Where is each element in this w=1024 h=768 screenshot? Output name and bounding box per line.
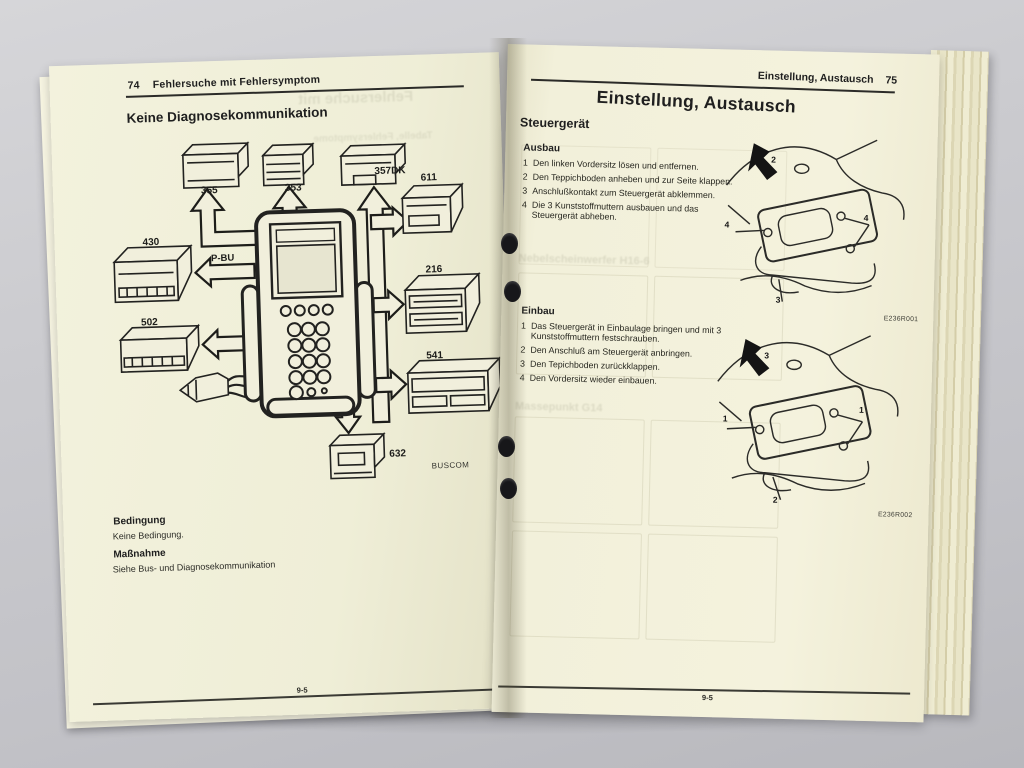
step-text: Den Teppichboden anheben und zur Seite k…	[532, 171, 733, 187]
module-label-430: 430	[142, 237, 159, 249]
left-page: Fehlersuche mit Tabelle, Fehlersymptome …	[48, 52, 520, 722]
figure-ausbau: 2 4 4 3 E236R001	[719, 123, 926, 326]
module-label-216: 216	[425, 264, 442, 276]
direction-arrow	[739, 338, 770, 377]
binder-hole	[500, 478, 517, 499]
figure-callout: 1	[722, 413, 728, 424]
module-label-632: 632	[389, 448, 406, 460]
module-icon-611	[400, 182, 464, 235]
scan-tool-icon	[240, 208, 377, 419]
figure-callout: 3	[775, 294, 781, 305]
ausbau-step-3: 3 Anschlußkontakt zum Steuergerät abklemm…	[522, 185, 740, 201]
figure-callout: 2	[772, 494, 778, 505]
diagnosis-diagram: 355 353 357DK 611 430 502 216 541 632 P-…	[87, 128, 510, 503]
ausbau-heading: Ausbau	[523, 142, 561, 155]
left-header-title: Fehlersuche mit Fehlersymptom	[152, 73, 321, 92]
arrow-to-355	[189, 187, 260, 248]
figure-callout: 4	[724, 219, 730, 230]
einbau-heading: Einbau	[521, 305, 555, 318]
step-text: Den Vordersitz wieder einbauen.	[529, 372, 657, 386]
left-footer-number: 9-5	[296, 685, 308, 695]
module-icons	[112, 141, 502, 480]
module-icon-430	[112, 243, 193, 304]
showthrough-box	[512, 416, 645, 526]
right-footer-number: 9-5	[701, 692, 713, 703]
step-number: 1	[520, 320, 527, 331]
condition-heading: Bedingung	[113, 514, 166, 528]
module-label-502: 502	[141, 317, 158, 329]
binder-hole	[498, 436, 515, 457]
diagram-art: 355 353 357DK 611 430 502 216 541 632 P-…	[112, 141, 502, 480]
module-label-541: 541	[426, 350, 443, 362]
module-icon-541	[405, 356, 502, 414]
section-title: Steuergerät	[519, 115, 590, 132]
right-page: Nebelscheinwerfer H16-6 Massepunkt G14 E…	[491, 44, 940, 723]
figure-callout: 1	[858, 404, 864, 415]
step-number: 2	[520, 344, 526, 355]
condition-text: Keine Bedingung.	[112, 529, 184, 542]
einbau-step-4: 4 Den Vordersitz wieder einbauen.	[520, 372, 738, 388]
showthrough-heading-2: Massepunkt G14	[514, 400, 603, 415]
step-text: Das Steuergerät in Einbaulage bringen un…	[530, 320, 722, 345]
step-number: 3	[522, 185, 528, 196]
diagram-caption: BUSCOM	[432, 460, 470, 470]
step-number: 3	[519, 358, 526, 369]
step-text: Die 3 Kunststoffmuttern ausbauen und das…	[531, 199, 699, 222]
figure-label: E236R001	[883, 315, 919, 324]
left-page-number: 74	[127, 79, 140, 92]
figure-label: E236R002	[877, 511, 913, 520]
right-header-title: Einstellung, Austausch	[757, 69, 874, 86]
figure-callout: 4	[863, 212, 869, 223]
left-section-title: Keine Diagnosekommunikation	[126, 104, 328, 126]
binder-hole	[501, 233, 518, 254]
figure-art	[717, 335, 899, 501]
left-running-header: 74 Fehlersuche mit Fehlersymptom	[127, 74, 320, 92]
module-label-357dk: 357DK	[374, 165, 406, 177]
measure-heading: Maßnahme	[113, 547, 166, 561]
module-icon-632	[328, 431, 386, 480]
arrow-to-611	[369, 205, 410, 239]
einbau-step-2: 2 Den Anschluß am Steuergerät anbringen.	[520, 345, 738, 361]
module-label-355: 355	[201, 185, 218, 197]
module-icon-357dk	[339, 142, 407, 186]
figure-art	[725, 139, 905, 302]
right-page-number: 75	[885, 74, 898, 87]
direction-arrow	[748, 143, 778, 181]
module-label-353: 353	[285, 182, 302, 194]
module-icon-216	[403, 271, 481, 334]
step-number: 4	[519, 372, 525, 383]
step-number: 2	[522, 171, 528, 182]
step-number: 4	[521, 199, 528, 210]
figure-callout: 2	[771, 154, 777, 165]
showthrough-heading-1: Nebelscheinwerfer H16-6	[518, 252, 650, 268]
module-icon-353	[260, 142, 315, 187]
arrow-to-430	[193, 255, 256, 289]
showthrough-box	[645, 533, 778, 643]
figure-einbau: 3 1 1 2 E236R002	[710, 321, 920, 522]
module-icon-355	[180, 141, 250, 189]
bus-label: P-BU	[211, 253, 235, 265]
module-label-611: 611	[421, 172, 438, 184]
binder-hole	[504, 281, 521, 302]
step-text: Den Anschluß am Steuergerät anbringen.	[530, 344, 693, 359]
step-number: 1	[522, 157, 529, 168]
chapter-title: Einstellung, Austausch	[596, 86, 797, 117]
step-text: Anschlußkontakt zum Steuergerät abklemme…	[532, 185, 716, 200]
right-running-header: Einstellung, Austausch 75	[677, 67, 898, 87]
ausbau-step-2: 2 Den Teppichboden anheben und zur Seite …	[523, 171, 741, 187]
step-text: Den Tepichboden zurückklappen.	[529, 358, 661, 372]
module-icon-502	[118, 323, 201, 373]
figure-callout: 3	[764, 350, 770, 361]
showthrough-box	[509, 530, 642, 640]
measure-text: Siehe Bus- und Diagnosekommunikation	[112, 559, 276, 575]
